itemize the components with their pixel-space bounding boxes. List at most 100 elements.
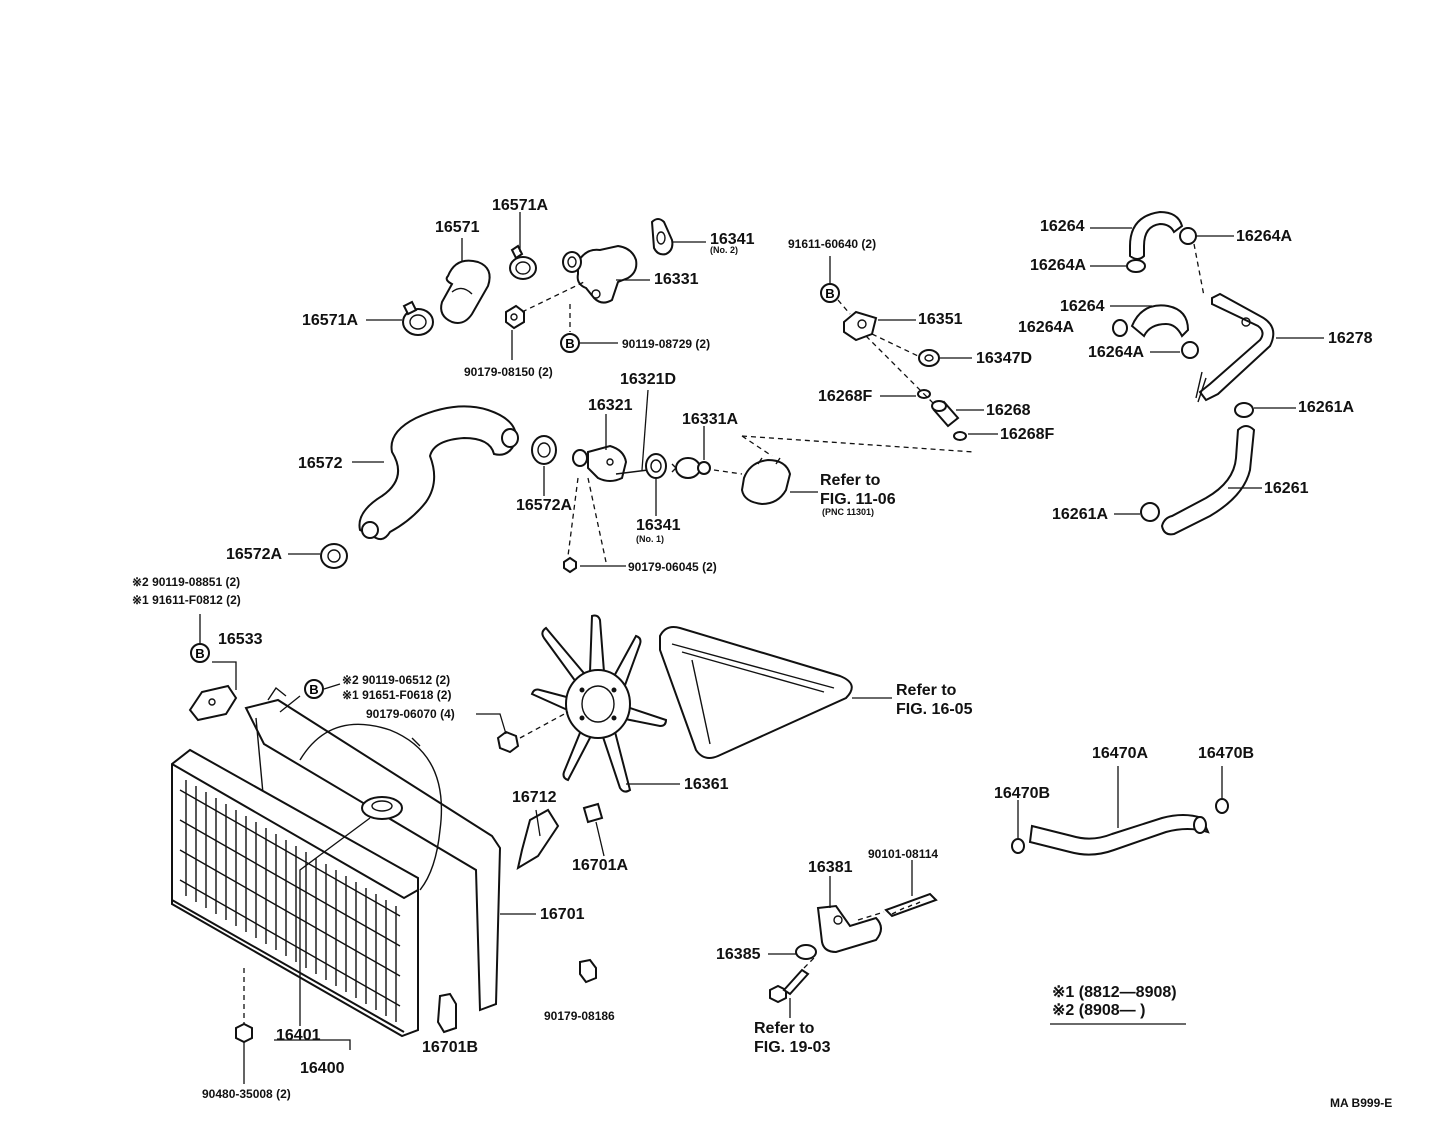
label-16571A-top: 16571A bbox=[492, 197, 549, 214]
label-16361: 16361 bbox=[684, 776, 729, 793]
bolt-90101-08114 bbox=[884, 892, 938, 918]
label-90179-06070: 90179-06070 (4) bbox=[366, 707, 455, 721]
label-90480-35008: 90480-35008 (2) bbox=[202, 1087, 291, 1101]
callout-b-4: B bbox=[304, 679, 324, 699]
deflector-16712 bbox=[516, 808, 560, 871]
radiator-cap-16401 bbox=[361, 796, 403, 820]
label-16278: 16278 bbox=[1328, 330, 1373, 347]
label-16470A: 16470A bbox=[1092, 745, 1149, 762]
clamp-16264A-a bbox=[1179, 227, 1197, 245]
hose-16264-b bbox=[1130, 304, 1190, 338]
label-note-1: ※1 (8812—8908) bbox=[1052, 984, 1177, 1001]
label-16261A-a: 16261A bbox=[1298, 399, 1355, 416]
label-16331A: 16331A bbox=[682, 411, 739, 428]
label-16470B-b: 16470B bbox=[1198, 745, 1255, 762]
clamp-16572A-b bbox=[320, 543, 348, 569]
clamp-16572A-a bbox=[531, 435, 557, 465]
hose-16572 bbox=[358, 405, 519, 541]
label-16571A-left: 16571A bbox=[302, 312, 359, 329]
inlet-16321 bbox=[572, 444, 628, 482]
label-16381: 16381 bbox=[808, 859, 853, 876]
water-outlet-16331 bbox=[562, 244, 638, 304]
label-16261A-b: 16261A bbox=[1052, 506, 1109, 523]
bolt-90179-06045 bbox=[563, 556, 577, 574]
bracket-16381 bbox=[816, 904, 882, 954]
nut-90179-08186 bbox=[579, 958, 597, 984]
label-drawing-code: MA B999-E bbox=[1330, 1096, 1393, 1110]
o-ring-16268F-b bbox=[953, 431, 967, 441]
clip-16701B bbox=[436, 992, 457, 1034]
clamp-16261A-a bbox=[1234, 402, 1254, 418]
clamp-16264A-b bbox=[1126, 259, 1146, 273]
clamp-16261A-b bbox=[1140, 502, 1160, 522]
label-16331: 16331 bbox=[654, 271, 699, 288]
label-16268F-b: 16268F bbox=[1000, 426, 1055, 443]
bracket-16351 bbox=[843, 310, 878, 342]
spacer-16385 bbox=[795, 944, 817, 960]
label-16470B-a: 16470B bbox=[994, 785, 1051, 802]
label-16264-b: 16264 bbox=[1060, 298, 1105, 315]
pipe-16268 bbox=[931, 400, 960, 428]
drain-plug-90480-35008 bbox=[235, 1022, 253, 1044]
clamp-16571A-top bbox=[509, 244, 537, 280]
label-16264A-b: 16264A bbox=[1030, 257, 1087, 274]
label-16264A-c: 16264A bbox=[1018, 319, 1075, 336]
hose-16264-a bbox=[1129, 210, 1184, 260]
label-16385: 16385 bbox=[716, 946, 761, 963]
label-90179-06045: 90179-06045 (2) bbox=[628, 560, 717, 574]
label-16533: 16533 bbox=[218, 631, 263, 648]
label-refer-fig-19-03-a: Refer to bbox=[754, 1020, 815, 1037]
label-refer-fig-11-06-b: FIG. 11-06 bbox=[820, 491, 896, 508]
label-16341-no2-note: (No. 2) bbox=[710, 245, 738, 255]
pipe-16278 bbox=[1195, 292, 1275, 403]
label-16264-a: 16264 bbox=[1040, 218, 1085, 235]
clamp-16264A-c bbox=[1112, 319, 1128, 337]
callout-b-3-letter: B bbox=[195, 646, 204, 661]
label-16400: 16400 bbox=[300, 1060, 345, 1077]
gasket-16341-no2 bbox=[650, 218, 674, 256]
label-16351: 16351 bbox=[918, 311, 963, 328]
bolt-fig-19-03 bbox=[769, 968, 810, 1004]
label-m1-91651-F0618: ※1 91651-F0618 (2) bbox=[342, 688, 452, 702]
label-16572A-a: 16572A bbox=[516, 497, 573, 514]
radiator-16400 bbox=[171, 748, 419, 1038]
bolt-90179-08150 bbox=[505, 304, 525, 330]
hose-16470A bbox=[1028, 814, 1210, 856]
gasket-16341-no1 bbox=[645, 453, 667, 479]
label-refer-fig-11-06-a: Refer to bbox=[820, 472, 881, 489]
label-16341-no1: 16341 bbox=[636, 517, 681, 534]
callout-b-1-letter: B bbox=[565, 336, 574, 351]
label-16347D: 16347D bbox=[976, 350, 1033, 367]
callout-b-2-letter: B bbox=[825, 286, 834, 301]
nut-90179-06070 bbox=[496, 730, 520, 754]
label-16701B: 16701B bbox=[422, 1039, 479, 1056]
label-m2-90119-06512: ※2 90119-06512 (2) bbox=[342, 673, 451, 687]
gasket-16347D bbox=[918, 349, 940, 367]
label-16341-no2: 16341 bbox=[710, 231, 755, 248]
bracket-16533 bbox=[188, 684, 238, 722]
clamp-16571A-left bbox=[402, 300, 434, 336]
callout-b-3: B bbox=[190, 643, 210, 663]
v-belt bbox=[659, 626, 853, 759]
label-16268F-a: 16268F bbox=[818, 388, 873, 405]
label-16261: 16261 bbox=[1264, 480, 1309, 497]
callout-b-1: B bbox=[560, 333, 580, 353]
label-note-2: ※2 (8908— ) bbox=[1052, 1002, 1146, 1019]
callout-b-4-letter: B bbox=[309, 682, 318, 697]
hose-16261 bbox=[1160, 425, 1256, 536]
label-refer-fig-19-03-b: FIG. 19-03 bbox=[754, 1039, 831, 1056]
label-16571: 16571 bbox=[435, 219, 480, 236]
fan-16361 bbox=[530, 614, 668, 793]
label-16341-no1-note: (No. 1) bbox=[636, 534, 664, 544]
label-90179-08150: 90179-08150 (2) bbox=[464, 365, 553, 379]
label-16572: 16572 bbox=[298, 455, 343, 472]
clamp-16264A-d bbox=[1181, 341, 1199, 359]
label-90101-08114: 90101-08114 bbox=[868, 847, 939, 861]
label-16321D: 16321D bbox=[620, 371, 677, 388]
clamp-16470B-a bbox=[1011, 838, 1025, 854]
label-16268: 16268 bbox=[986, 402, 1031, 419]
label-m2-90119-08851: ※2 90119-08851 (2) bbox=[132, 575, 241, 589]
label-refer-fig-11-06-c: (PNC 11301) bbox=[822, 507, 875, 517]
